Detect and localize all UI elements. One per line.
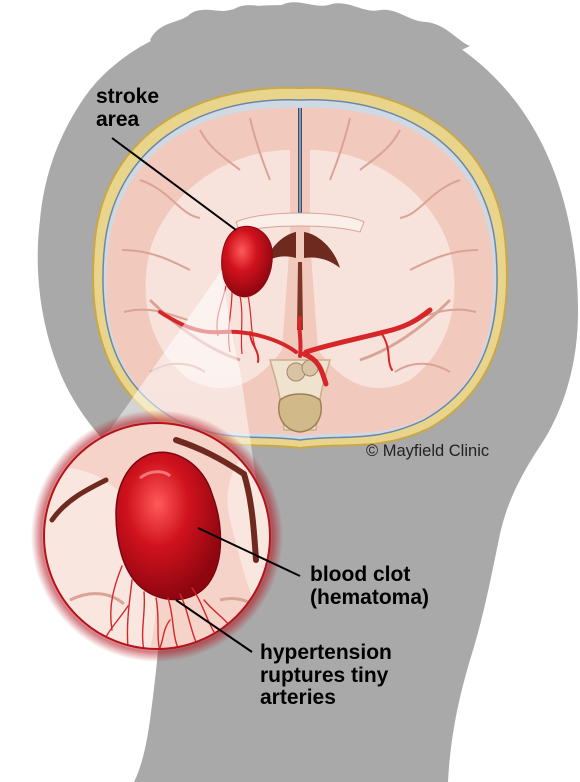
hair-outline [150,2,470,60]
cerebellum [279,394,321,432]
copyright-notice: © Mayfield Clinic [366,443,489,461]
label-hypertension: hypertension ruptures tiny arteries [260,642,392,710]
label-blood-clot: blood clot (hematoma) [310,564,429,609]
label-stroke-area: stroke area [96,86,159,131]
